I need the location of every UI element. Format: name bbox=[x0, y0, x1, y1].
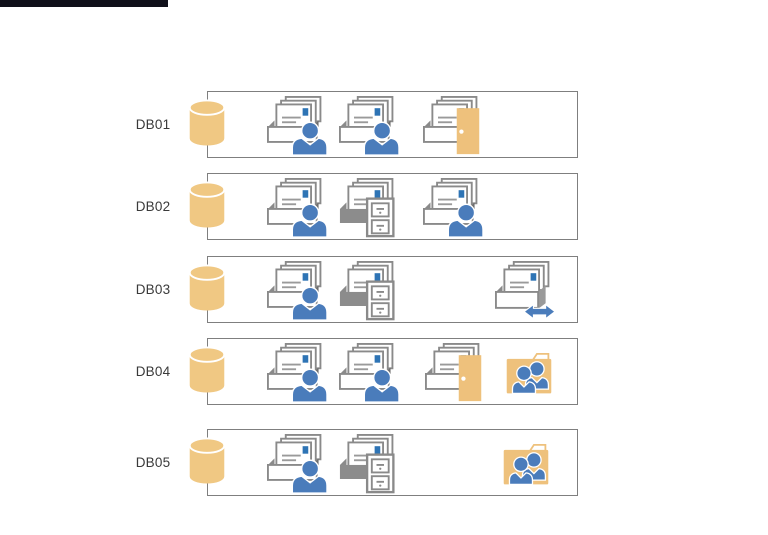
database-cylinder-icon bbox=[187, 346, 227, 394]
db-label: DB03 bbox=[135, 282, 171, 297]
db-label: DB05 bbox=[135, 455, 171, 470]
screen-artifact-bar bbox=[0, 0, 168, 7]
database-cylinder-icon bbox=[187, 437, 227, 485]
documents-user-icon bbox=[339, 96, 399, 156]
documents-door-icon bbox=[423, 96, 483, 156]
documents-user-icon bbox=[339, 343, 399, 403]
documents-cabinet-icon bbox=[339, 178, 399, 238]
documents-door-icon bbox=[425, 343, 485, 403]
database-cylinder-icon bbox=[187, 99, 227, 147]
documents-cabinet-icon bbox=[339, 261, 399, 321]
documents-user-icon bbox=[267, 343, 327, 403]
folder-users-icon bbox=[506, 351, 552, 397]
documents-cabinet-icon bbox=[339, 434, 399, 494]
documents-user-icon bbox=[267, 178, 327, 238]
db-label: DB01 bbox=[135, 117, 171, 132]
db-label: DB04 bbox=[135, 364, 171, 379]
documents-user-icon bbox=[267, 261, 327, 321]
database-cylinder-icon bbox=[187, 264, 227, 312]
documents-user-icon bbox=[267, 96, 327, 156]
documents-move-icon bbox=[495, 261, 555, 321]
documents-user-icon bbox=[423, 178, 483, 238]
db-label: DB02 bbox=[135, 199, 171, 214]
folder-users-icon bbox=[503, 442, 549, 488]
documents-user-icon bbox=[267, 434, 327, 494]
database-cylinder-icon bbox=[187, 181, 227, 229]
